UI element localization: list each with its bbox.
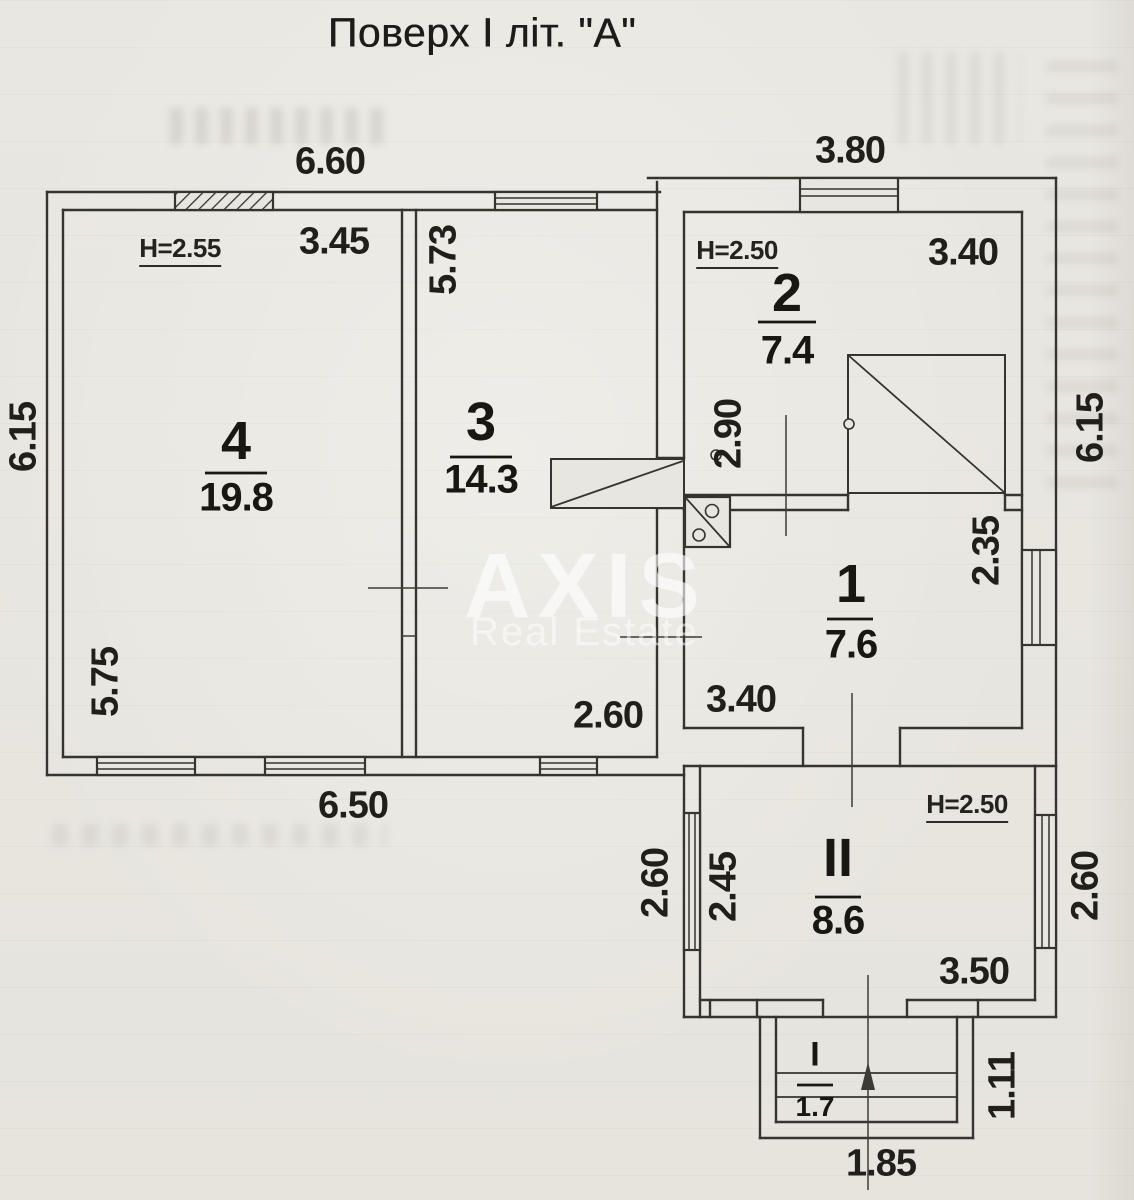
dim-left-height: 6.15	[2, 402, 45, 472]
dim-porch-right: 1.11	[981, 1052, 1024, 1120]
dim-annex-right-outer: 2.60	[1064, 851, 1107, 921]
window	[798, 176, 900, 214]
room-1-area: 7.6	[824, 622, 879, 667]
paper-smudge	[1046, 58, 1118, 488]
dim-annex-left-outer: 2.60	[634, 848, 677, 918]
room-I-number: I	[810, 1035, 820, 1074]
dim-room4-top: 3.45	[299, 220, 370, 263]
dim-room4-left: 5.75	[84, 647, 127, 717]
dim-room1-bottom: 3.40	[706, 678, 777, 721]
windows-layer	[95, 176, 1058, 952]
room-1-number: 1	[835, 554, 867, 614]
window	[493, 190, 599, 212]
dim-annex-bottom: 3.50	[939, 950, 1010, 993]
room-II-area: 8.6	[811, 898, 866, 943]
watermark-axis: AXIS	[464, 535, 707, 637]
dim-room3-bottom: 2.60	[573, 694, 644, 737]
stove-symbol	[683, 495, 732, 549]
window	[95, 755, 197, 777]
height-note-room4: H=2.55	[139, 233, 221, 267]
height-note-annex: H=2.50	[926, 789, 1008, 823]
dim-annex-left-inner: 2.45	[702, 852, 745, 922]
walls-layer	[45, 176, 1058, 1140]
doors-layer	[550, 354, 1006, 549]
door-room3	[550, 449, 722, 509]
room-2-number: 2	[771, 263, 803, 323]
paper-smudge	[898, 52, 1020, 144]
window	[538, 755, 599, 777]
room-3-area: 14.3	[444, 457, 519, 502]
window	[682, 811, 702, 952]
dimension-marks-layer	[368, 415, 875, 1190]
dim-porch-bottom: 1.85	[846, 1142, 917, 1185]
watermark-real-estate: Real Estate	[470, 610, 699, 654]
paper-smudge	[170, 108, 385, 144]
entrance-arrow	[861, 1062, 875, 1090]
room-2-area: 7.4	[760, 328, 815, 373]
room-II-number: II	[822, 828, 854, 888]
window	[1020, 548, 1058, 647]
sealed-opening-hatch	[173, 190, 275, 212]
dim-room1-right: 2.35	[965, 516, 1008, 586]
paper-smudge	[52, 824, 387, 846]
dim-room2-left: 2.90	[707, 399, 750, 469]
room-4-area: 19.8	[199, 475, 274, 520]
dim-bottom-left-width: 6.50	[318, 784, 389, 827]
dim-top-right-width: 3.80	[815, 129, 886, 172]
fraction-bars-layer	[205, 320, 873, 1087]
door-room2	[843, 354, 1006, 494]
height-note-room2: H=2.50	[696, 235, 778, 269]
page-title: Поверх І літ. "А"	[327, 9, 637, 56]
window	[1033, 813, 1058, 950]
dim-right-height: 6.15	[1069, 393, 1112, 463]
dim-top-left-width: 6.60	[295, 140, 366, 183]
room-3-number: 3	[465, 392, 497, 452]
room-4-number: 4	[220, 411, 252, 471]
window	[263, 755, 367, 777]
dim-room2-top: 3.40	[928, 231, 999, 274]
room-I-area: 1.7	[795, 1091, 835, 1122]
dim-partition-4-3: 5.73	[422, 225, 465, 295]
